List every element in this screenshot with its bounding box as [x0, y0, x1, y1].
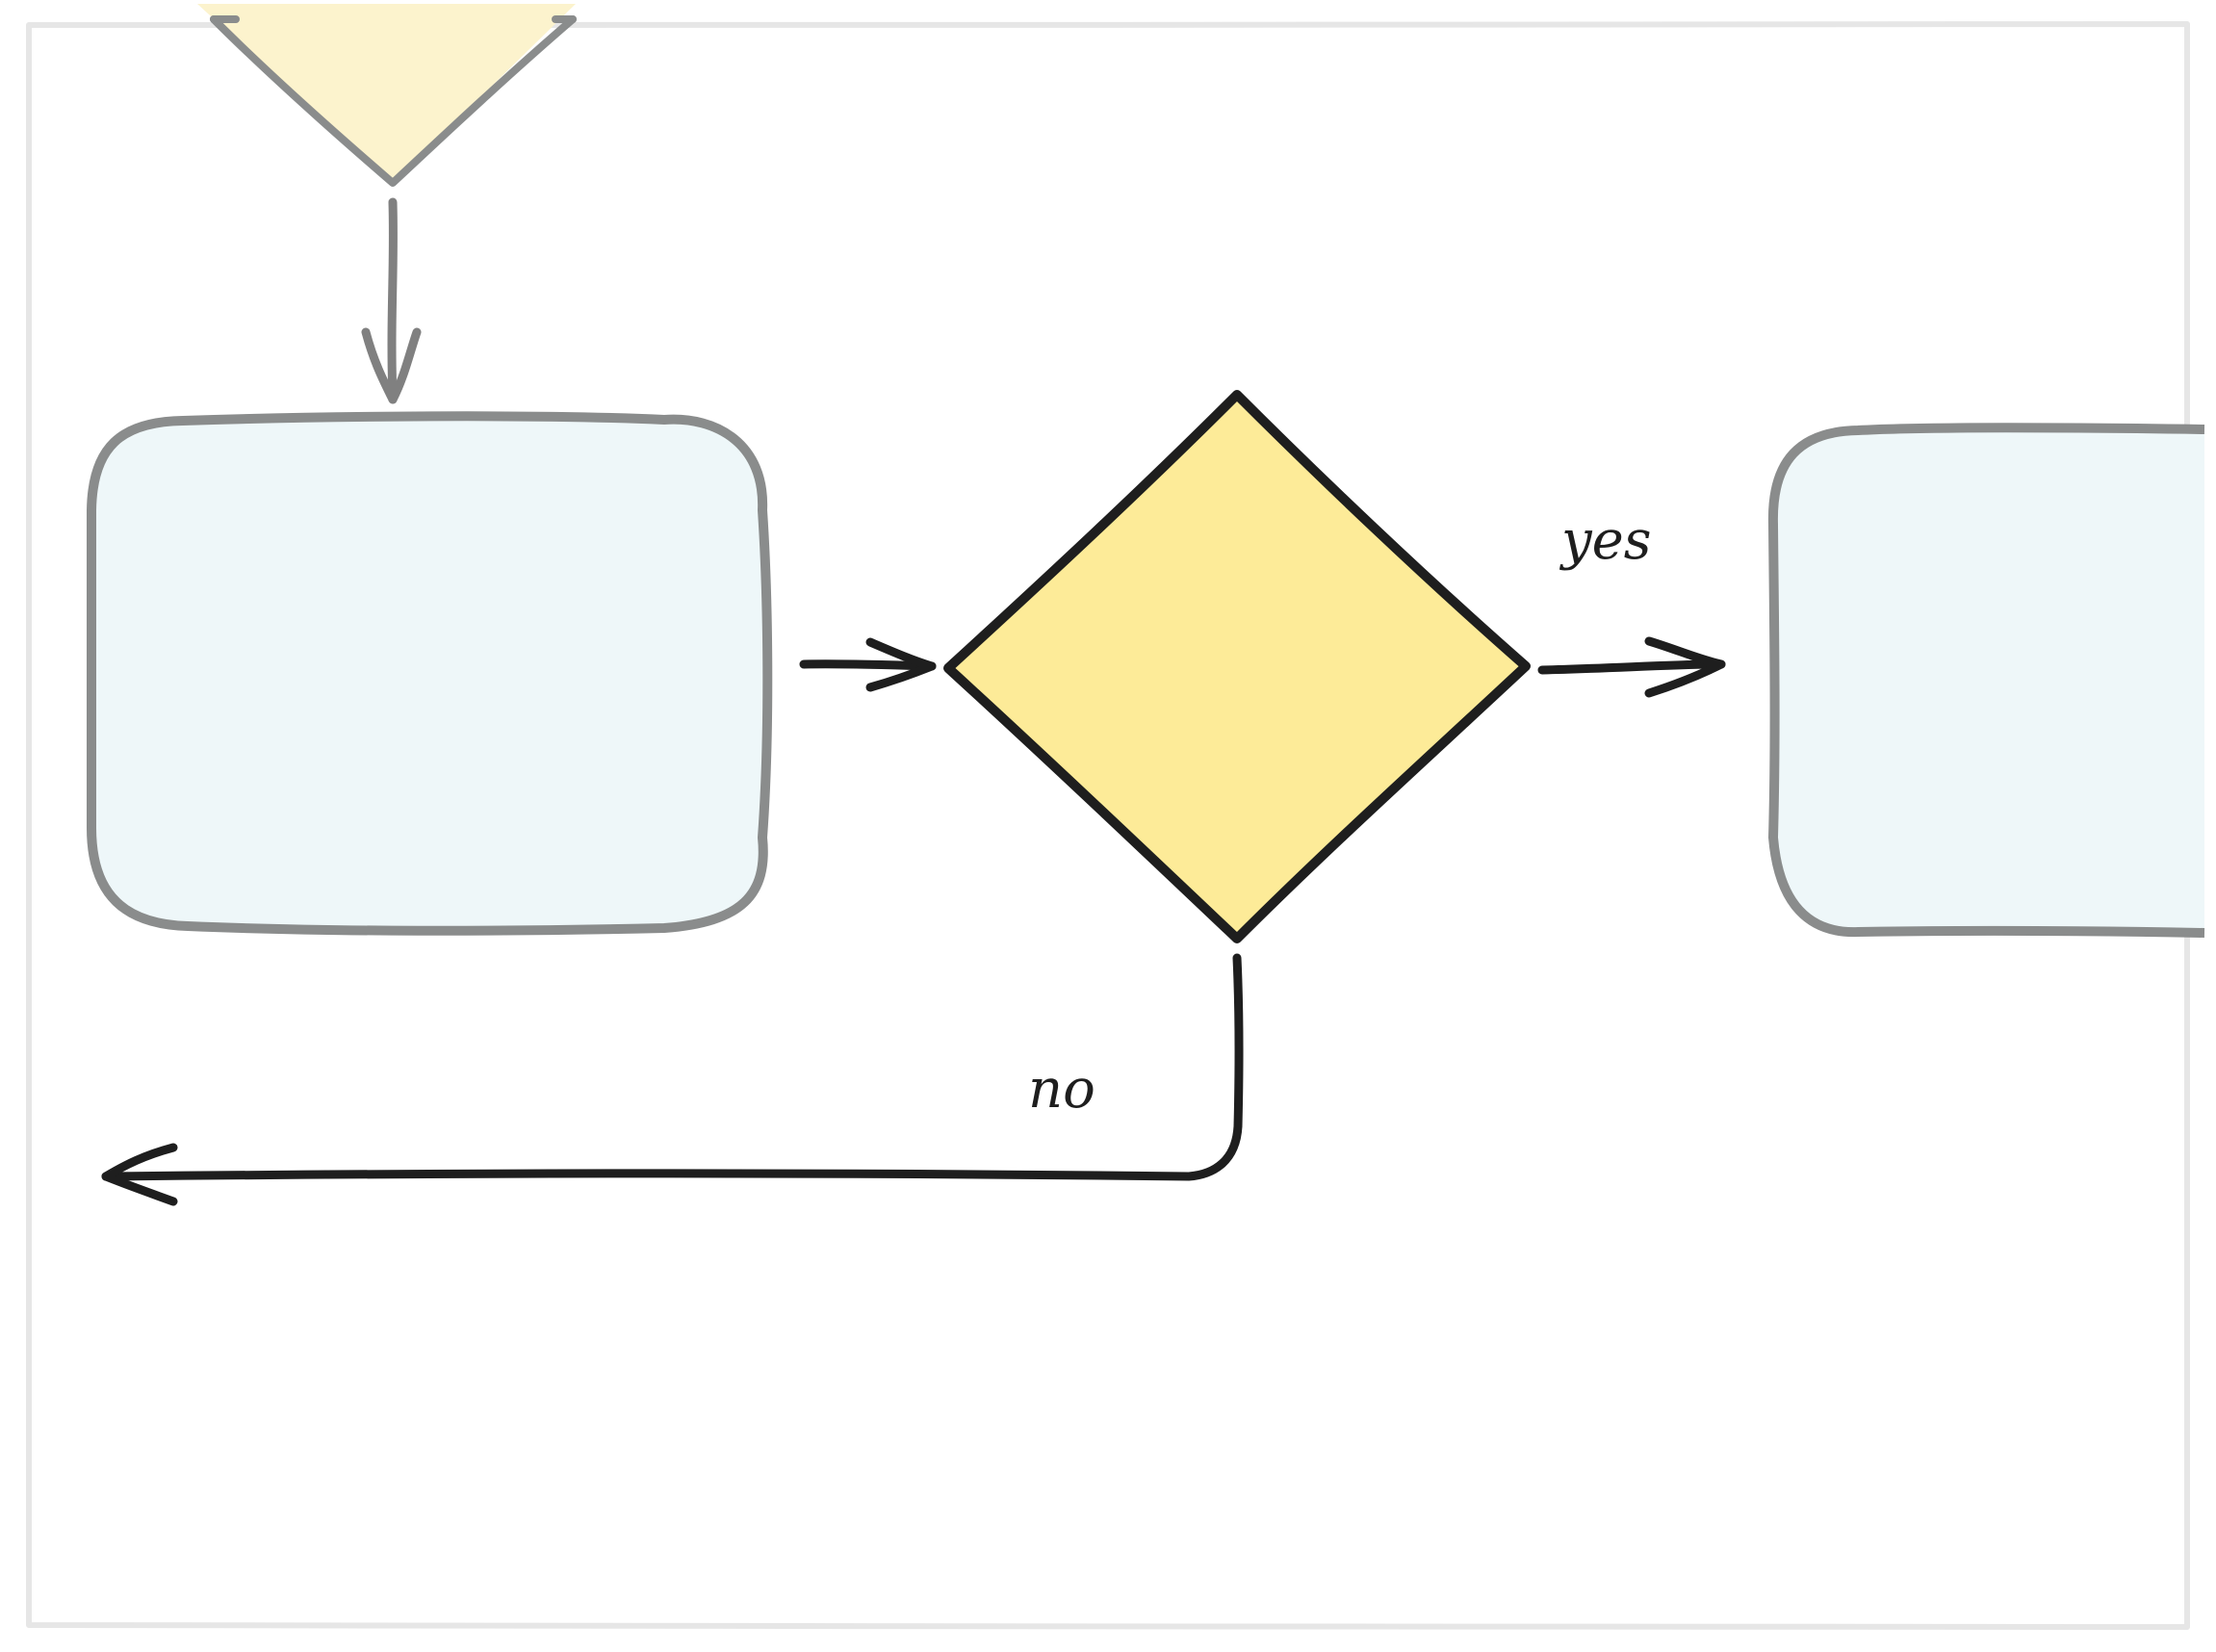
arrow-left-box-to-decision [799, 637, 937, 692]
canvas-frame [26, 20, 2190, 1630]
yes-label: yes [1559, 509, 1652, 572]
arrow-decision-no-path [101, 953, 1244, 1206]
arrow-decision-to-right-box [1537, 636, 1726, 698]
right-process-box[interactable] [1772, 427, 2204, 933]
arrow-top-to-left-box [361, 197, 422, 404]
left-process-box[interactable] [86, 411, 773, 936]
right-process-box-outline [1767, 423, 2205, 938]
top-partial-shape[interactable] [197, 4, 577, 187]
decision-diamond[interactable] [943, 390, 1531, 943]
no-label: no [1028, 1058, 1095, 1121]
